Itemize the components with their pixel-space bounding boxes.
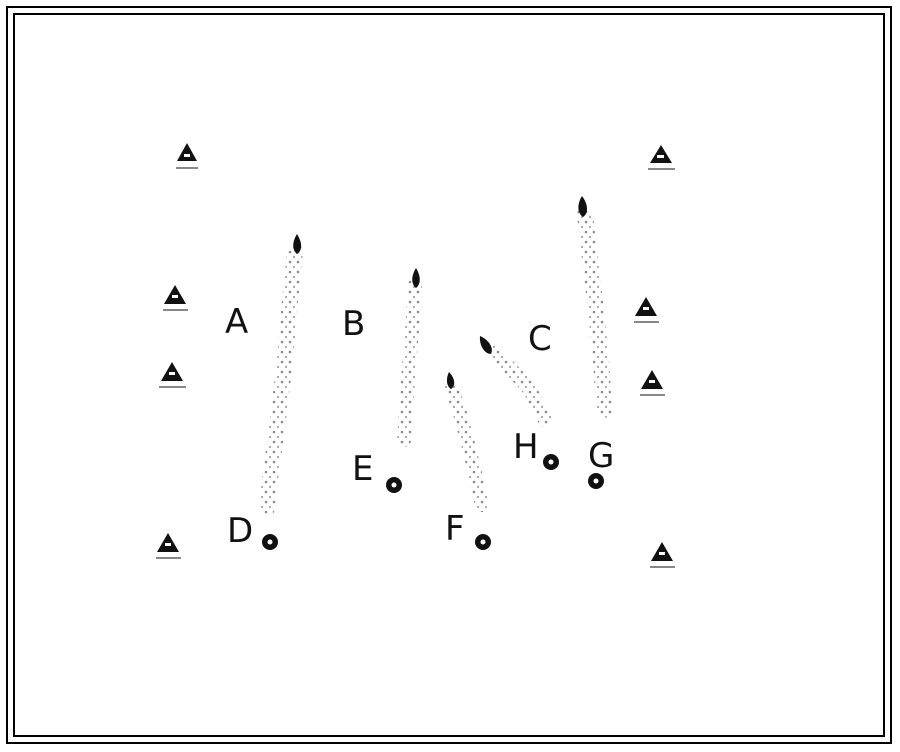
label-g: G — [588, 436, 614, 476]
triangle-marker-icon — [176, 143, 198, 169]
trail-c — [486, 345, 552, 427]
triangle-marker-icon — [163, 285, 188, 311]
trail-f — [445, 381, 489, 512]
outer-frame — [6, 6, 892, 744]
triangle-marker-icon — [640, 370, 665, 396]
filled-circle-icon — [386, 477, 402, 493]
triangle-marker-icon — [634, 297, 659, 323]
teardrop-icon — [578, 196, 588, 217]
teardrop-icon — [446, 372, 455, 389]
label-h: H — [513, 427, 539, 467]
filled-circle-icon — [262, 534, 278, 550]
label-b: B — [342, 304, 365, 344]
label-c: C — [528, 319, 552, 359]
teardrop-icon — [293, 234, 302, 254]
filled-circle-icon — [543, 454, 559, 470]
label-e: E — [352, 449, 373, 489]
triangle-marker-icon — [648, 145, 675, 170]
filled-circle-icon — [475, 534, 491, 550]
label-a: A — [225, 302, 248, 342]
triangle-marker-icon — [650, 542, 675, 568]
label-d: D — [227, 511, 253, 551]
trail-a — [259, 244, 303, 516]
label-f: F — [445, 509, 465, 549]
teardrop-icon — [479, 336, 492, 354]
filled-circle-icon — [588, 473, 604, 489]
trail-g — [577, 207, 612, 418]
teardrop-icon — [412, 268, 420, 288]
triangle-marker-icon — [156, 533, 181, 559]
triangle-marker-icon — [159, 362, 186, 388]
trail-b — [397, 278, 422, 447]
inner-frame — [13, 13, 885, 737]
